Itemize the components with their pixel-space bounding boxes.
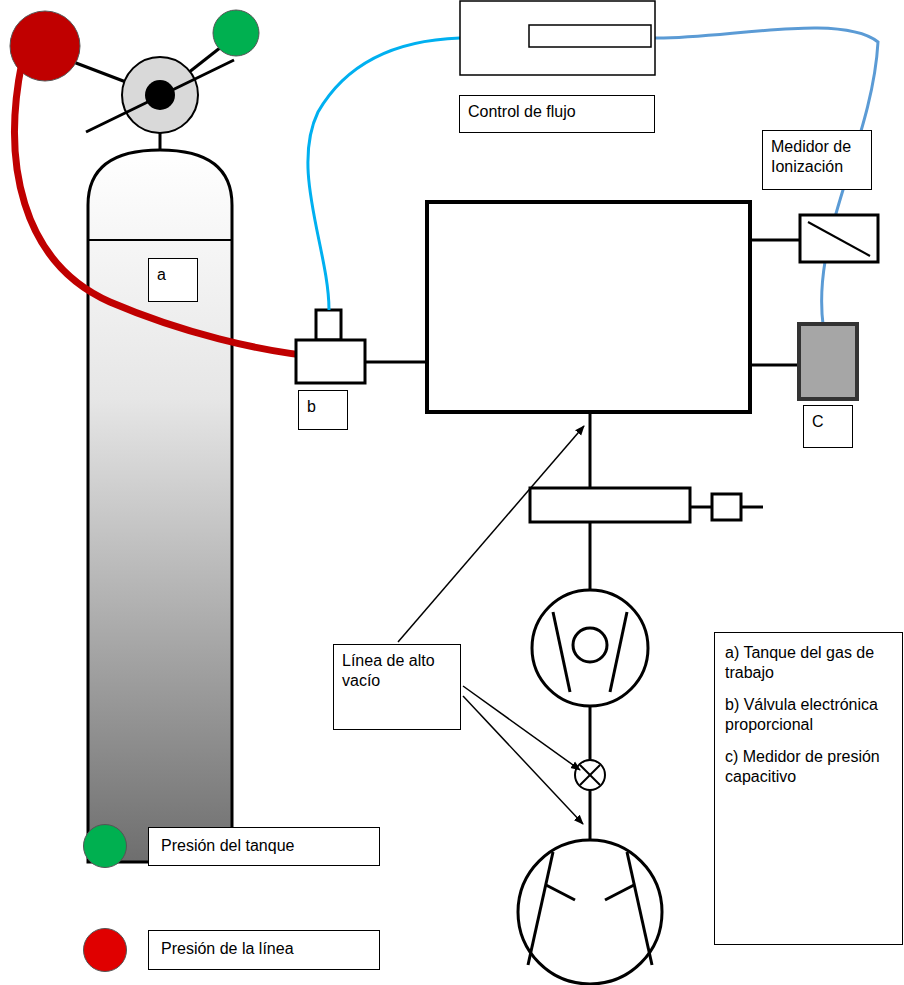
- caption-text: b: [307, 397, 339, 417]
- callout-box: b: [298, 390, 348, 430]
- isolation-valve: [575, 760, 605, 790]
- valve-actuator: [712, 494, 741, 520]
- caption-text: Línea de alto vacío: [342, 651, 452, 691]
- key-box: a) Tanque del gas de trabajo b) Válvula e…: [714, 632, 903, 945]
- gas-inlet-pipe: [365, 361, 427, 364]
- key-entry: b) Válvula electrónica proporcional: [725, 695, 892, 735]
- key-entry: c) Medidor de presión capacitivo: [725, 747, 892, 787]
- caption-box: Línea de alto vacío: [333, 644, 461, 730]
- regulator-body: [122, 57, 198, 133]
- roughing-pump: [518, 840, 662, 984]
- vacuum-pipe: [589, 790, 592, 840]
- proportional-valve: [296, 340, 365, 383]
- caption-text: Control de flujo: [468, 102, 646, 122]
- legend-label: Presión del tanque: [148, 827, 380, 866]
- vacuum-pipe: [589, 522, 592, 590]
- gate-valve: [530, 488, 690, 522]
- vacuum-pipe: [589, 706, 592, 760]
- legend-label: Presión de la línea: [148, 930, 380, 970]
- pump-symbol: [610, 612, 627, 692]
- key-entry: a) Tanque del gas de trabajo: [725, 643, 892, 683]
- leader-arrow: [398, 426, 584, 642]
- valve-stem: [690, 506, 712, 509]
- gas-hose: [15, 62, 322, 357]
- capacitive-gauge: [799, 324, 857, 399]
- vacuum-chamber: [427, 202, 750, 412]
- caption-text: C: [812, 412, 844, 432]
- tank-pressure-gauge: [213, 10, 259, 56]
- gas-tank: [88, 150, 232, 862]
- gauge-port: [750, 239, 800, 242]
- gauge-symbol: [808, 222, 870, 256]
- callout-box: C: [803, 405, 853, 448]
- regulator-core: [145, 80, 175, 110]
- caption-text: Medidor de Ionización: [771, 137, 863, 177]
- leader-arrow: [463, 696, 583, 824]
- caption-box: Medidor de Ionización: [762, 130, 872, 190]
- callout-box: a: [148, 258, 198, 302]
- pump-symbol: [627, 852, 652, 965]
- ionization-gauge: [800, 215, 878, 262]
- gauge-port: [750, 364, 797, 367]
- legend-swatch: [83, 928, 127, 972]
- pump-symbol: [605, 885, 634, 900]
- pump-symbol: [528, 852, 553, 965]
- vacuum-pipe: [589, 412, 592, 488]
- legend-swatch: [83, 824, 127, 868]
- valve-actuator: [316, 310, 341, 340]
- pump-symbol: [553, 612, 570, 692]
- caption-text: a: [157, 265, 189, 285]
- flow-controller: [460, 1, 655, 75]
- regulator-stem: [86, 60, 234, 132]
- pump-symbol: [546, 885, 575, 900]
- pump-symbol: [573, 628, 607, 662]
- valve-symbol: [580, 765, 600, 785]
- caption-box: Control de flujo: [459, 95, 655, 133]
- controller-display: [529, 25, 651, 47]
- valve-symbol: [580, 765, 600, 785]
- tank-seam: [88, 239, 232, 241]
- turbo-pump: [532, 590, 648, 706]
- valve-handle: [741, 506, 763, 509]
